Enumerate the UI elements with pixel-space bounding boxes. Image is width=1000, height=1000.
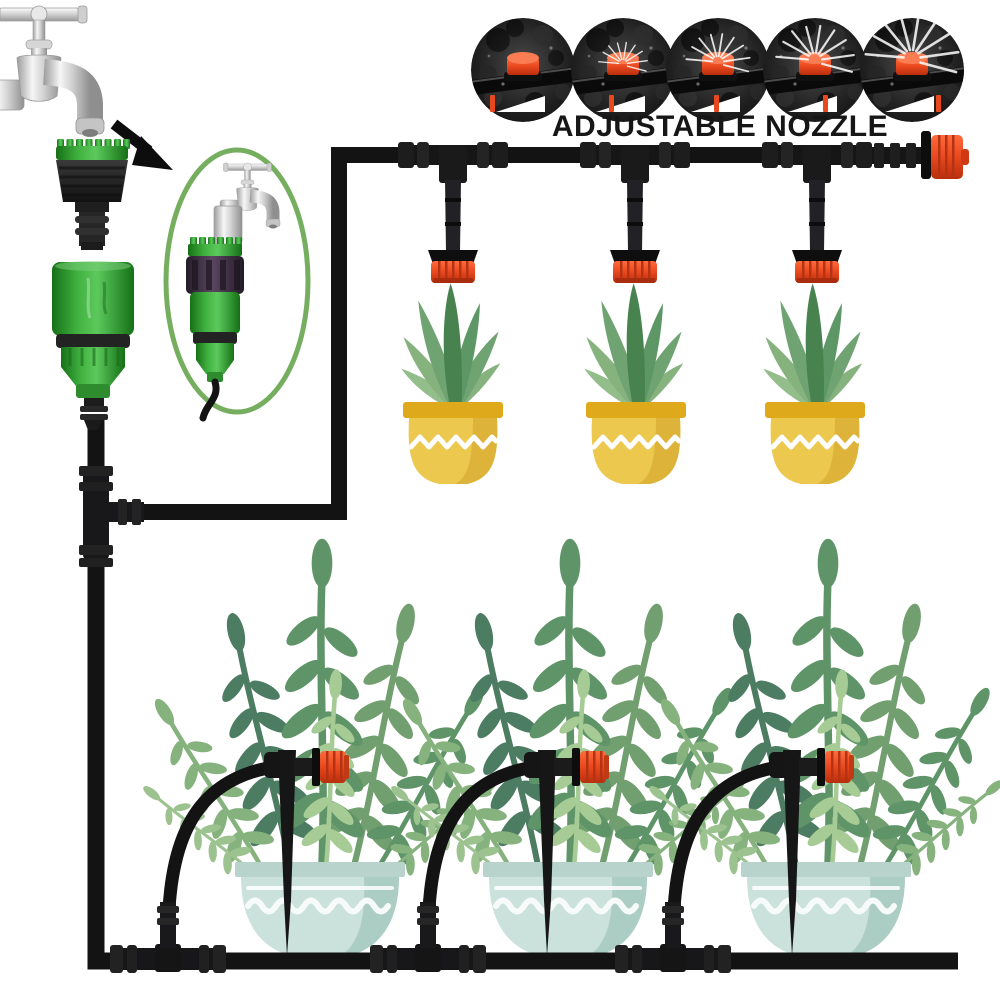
hanging-dripper	[762, 142, 872, 283]
nozzle-photo-2	[569, 18, 677, 122]
mini-faucet-icon	[214, 163, 280, 245]
yellow-potted-plant	[760, 283, 869, 484]
nozzle-photo-5	[858, 18, 966, 123]
nozzle-photo-1	[469, 18, 577, 122]
teal-pot	[741, 862, 911, 958]
fern-plant	[380, 539, 757, 886]
faucet-icon	[0, 6, 104, 137]
end-nozzle	[872, 131, 969, 179]
tap-adapter-connector	[56, 139, 130, 250]
tee-connector	[79, 466, 144, 567]
assembled-connector	[186, 237, 244, 422]
yellow-potted-plant	[581, 283, 690, 484]
adjustable-nozzle-caption: ADJUSTABLE NOZZLE	[551, 110, 889, 143]
nozzle-photo-3	[664, 18, 772, 122]
connection-example-oval	[163, 147, 311, 422]
hanging-dripper	[580, 142, 690, 283]
teal-pot	[235, 862, 405, 958]
teal-pot	[483, 862, 653, 958]
yellow-potted-plant	[398, 283, 507, 484]
nozzle-photo-4	[761, 18, 869, 122]
hanging-dripper	[398, 142, 508, 283]
arrow-icon	[110, 119, 173, 170]
quick-connector	[52, 261, 134, 430]
